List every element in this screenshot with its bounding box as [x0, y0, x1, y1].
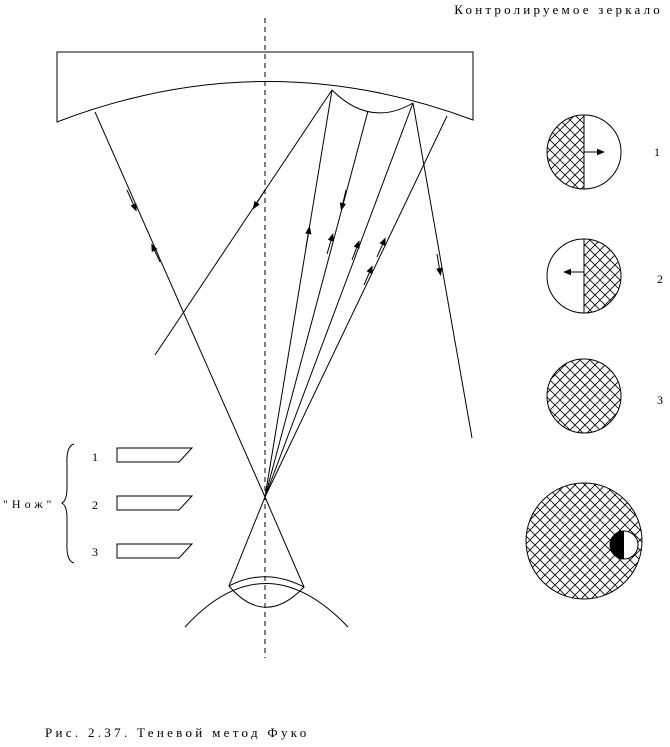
- ray: [264, 110, 369, 498]
- ray-arrow: [305, 226, 312, 248]
- pattern-label: 3: [657, 393, 663, 407]
- knife-number: 2: [92, 498, 98, 512]
- eye-cornea: [184, 583, 349, 628]
- eye-lens: [228, 576, 305, 608]
- pattern-label: 1: [654, 145, 660, 159]
- ray-arrow: [151, 243, 161, 263]
- ray: [412, 102, 473, 439]
- eye-ray: [264, 496, 305, 588]
- ray-arrow: [326, 233, 334, 255]
- shadow-pattern-2: [546, 238, 622, 314]
- pattern-label: 2: [657, 272, 663, 286]
- ray: [264, 115, 448, 498]
- knife-brace: [61, 443, 75, 564]
- ray-arrow: [252, 189, 266, 210]
- shadow-pattern-3: [546, 358, 622, 434]
- knife-number: 1: [92, 450, 98, 464]
- ray-arrow: [363, 265, 373, 286]
- shadow-pattern-1: [546, 114, 622, 190]
- ray-arrow: [436, 253, 443, 276]
- ray: [154, 89, 333, 356]
- knife-edge-3: [116, 543, 194, 559]
- eye-ray: [228, 496, 266, 587]
- shadow-pattern-4: [525, 482, 643, 600]
- ray: [264, 102, 414, 498]
- mirror-title: Контролируемое зеркало: [454, 2, 663, 17]
- ray: [94, 111, 266, 498]
- ray-arrow: [339, 189, 347, 211]
- knife-edge-1: [116, 447, 194, 463]
- knife-edge-2: [116, 495, 194, 511]
- ray-arrow: [126, 189, 137, 212]
- ray-arrow: [376, 237, 386, 258]
- mirror-zone: [331, 89, 414, 114]
- figure-caption: Рис. 2.37. Теневой метод Фуко: [45, 725, 310, 740]
- test-mirror: [56, 51, 474, 123]
- knife-number: 3: [92, 545, 98, 559]
- ray: [264, 89, 333, 498]
- ray-arrow: [351, 240, 360, 261]
- knife-label: "Нож": [3, 497, 55, 511]
